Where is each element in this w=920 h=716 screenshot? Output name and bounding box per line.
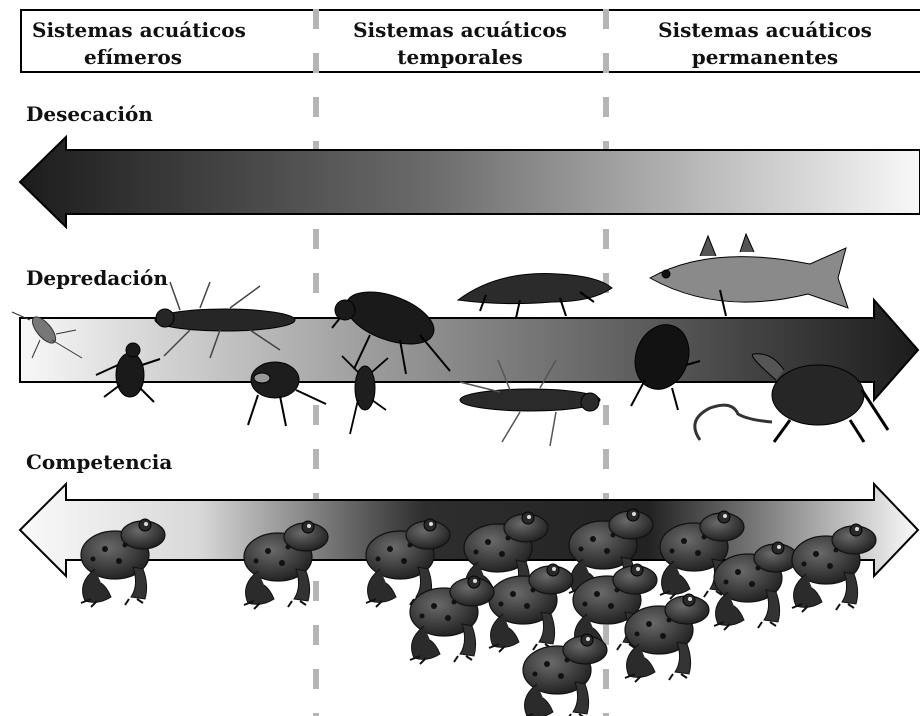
desiccation-arrow (20, 137, 920, 227)
frog-icon (489, 564, 573, 652)
stickleback-fish-icon (650, 234, 848, 316)
snake-icon (695, 405, 772, 440)
label-competition: Competencia (26, 450, 172, 474)
label-predation: Depredación (26, 266, 168, 290)
label-desiccation: Desecación (26, 102, 153, 126)
newt-icon (458, 274, 612, 318)
